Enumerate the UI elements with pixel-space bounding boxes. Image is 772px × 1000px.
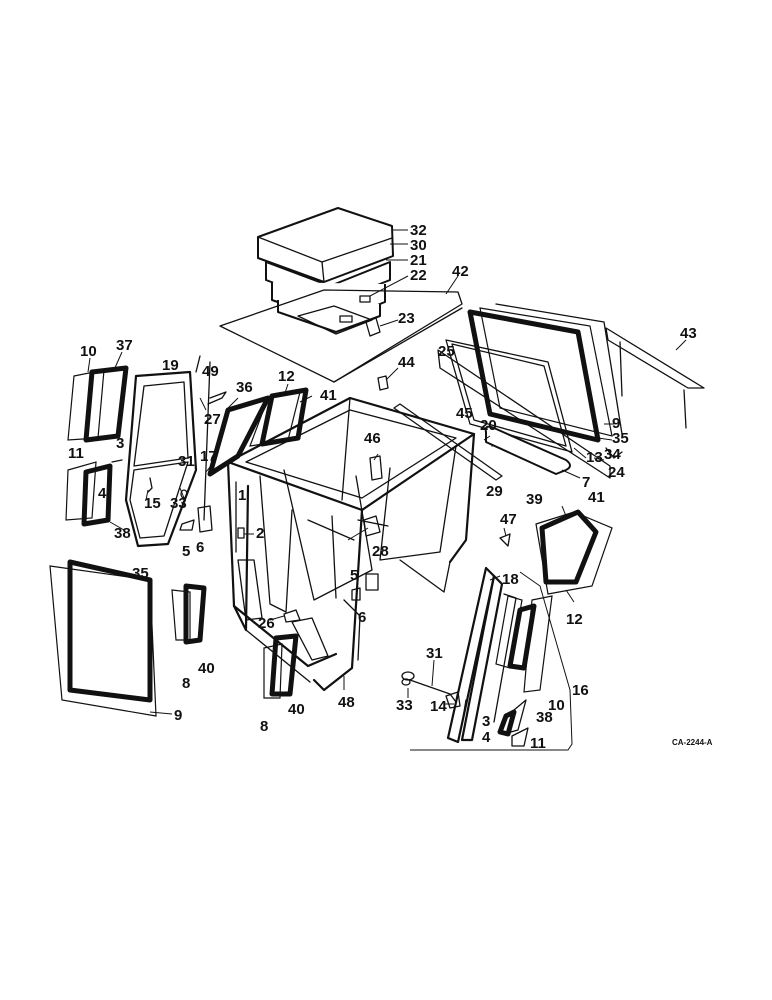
callout-c8a: 8 [182,675,190,692]
callout-c35a: 35 [612,430,629,447]
callout-c47: 47 [500,511,517,528]
bracket-46 [369,455,383,481]
bar-29 [393,403,503,481]
callout-c9b: 9 [174,707,182,724]
callout-c4a: 4 [98,485,107,502]
callout-c41a: 41 [320,387,337,404]
callout-c19: 19 [162,357,179,374]
leader-lines [87,229,687,715]
callout-c5b: 5 [350,567,358,584]
callout-c10b: 10 [548,697,565,714]
figure-code: CA-2244-A [672,738,713,747]
callout-c38a: 38 [114,525,131,542]
callout-c41b: 41 [588,489,605,506]
callout-c34: 34 [604,446,621,463]
callout-c3b: 3 [482,713,490,730]
callout-c38b: 38 [536,709,553,726]
left-door [124,355,201,548]
callout-c31b: 31 [426,645,443,662]
callout-c31a: 31 [178,453,195,470]
roof-panel [219,289,463,383]
callout-c26: 26 [258,615,275,632]
callout-c14: 14 [430,698,447,715]
callout-c42: 42 [452,263,469,280]
callout-c27: 27 [204,411,221,428]
callout-c25: 25 [438,343,455,360]
callout-c30: 30 [410,237,427,254]
callout-c4b: 4 [482,729,491,746]
cab-frame [226,396,476,692]
callout-c40a: 40 [198,660,215,677]
callout-c11b: 11 [530,735,546,752]
callout-c20: 20 [480,417,497,434]
callout-c48: 48 [338,694,355,711]
callout-c29: 29 [486,483,503,500]
callout-c21: 21 [410,252,427,269]
callout-c12a: 12 [278,368,295,385]
callout-c28: 28 [372,543,389,560]
callout-c49: 49 [202,363,219,380]
bracket-47 [499,533,511,547]
callout-c13: 13 [586,449,603,466]
callout-c10a: 10 [80,343,97,360]
bracket-23 [365,317,381,337]
callout-c39: 39 [526,491,543,508]
callout-c37: 37 [116,337,133,354]
rear-window-assembly [437,303,623,479]
callout-c17: 17 [200,448,217,465]
bracket-44 [377,375,389,391]
callout-c15: 15 [144,495,161,512]
callout-c44: 44 [398,354,415,371]
left-quarter-seal [207,395,271,477]
callout-c23: 23 [398,310,415,327]
callout-c9a: 9 [612,415,620,432]
callout-c6a: 6 [196,539,204,556]
right-door-assembly [446,566,553,747]
callout-c11a: 11 [68,445,84,462]
callout-c8b: 8 [260,718,268,735]
callout-c43: 43 [680,325,697,342]
callout-c36: 36 [236,379,253,396]
callout-c5a: 5 [182,543,190,560]
callout-c12b: 12 [566,611,583,628]
callout-c1: 1 [238,487,246,504]
callout-c2: 2 [256,525,264,542]
callout-c16: 16 [572,682,589,699]
callout-c3a: 3 [116,435,124,452]
callout-c22: 22 [410,267,427,284]
callout-c46: 46 [364,430,381,447]
callout-c6b: 6 [358,609,366,626]
seal-39 [484,425,571,475]
callout-c32: 32 [410,222,427,239]
callout-c33a: 33 [170,495,187,512]
gutter-43 [605,327,705,389]
callout-c7: 7 [582,474,590,491]
callout-c18: 18 [502,571,519,588]
callout-c35b: 35 [132,565,149,582]
callout-c40b: 40 [288,701,305,718]
callout-c33b: 33 [396,697,413,714]
callout-c24: 24 [608,464,625,481]
pressurizer-assembly [257,207,394,335]
callout-c45: 45 [456,405,473,422]
